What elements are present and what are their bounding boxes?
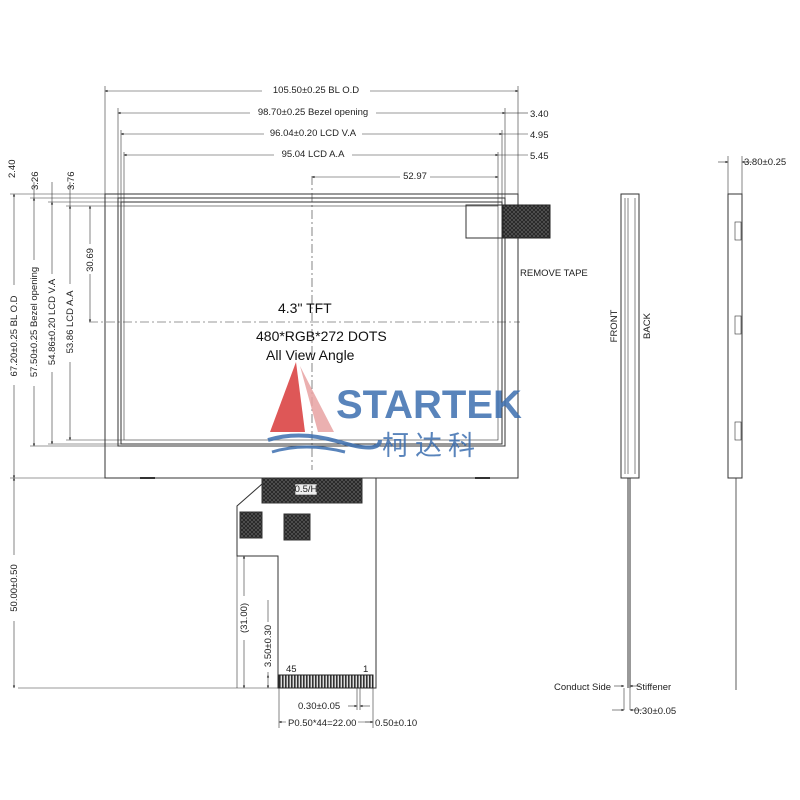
dim-center-y: 30.69 <box>85 248 96 272</box>
side-label-back: BACK <box>642 312 653 339</box>
lcd-active-area-outline <box>123 205 499 441</box>
dim-stiffener-length: 3.50±0.30 <box>263 625 274 667</box>
dim-bezel-width: 98.70±0.25 Bezel opening <box>258 107 368 118</box>
dim-lcd-va-height: 54.86±0.20 LCD V.A <box>47 278 58 365</box>
dim-lcd-aa-width: 95.04 LCD A.A <box>282 149 346 160</box>
panel-view-angle: All View Angle <box>266 347 355 363</box>
dim-offset-va: 4.95 <box>530 130 549 141</box>
fpc-component-left <box>239 511 263 539</box>
dim-bezel-height: 57.50±0.25 Bezel opening <box>29 267 40 377</box>
logo-wave-icon <box>267 433 382 450</box>
dim-edge-gap: 0.50±0.10 <box>375 718 417 729</box>
side-label-thickness: 3.80±0.25 <box>744 157 786 168</box>
dim-lcd-va-width: 96.04±0.20 LCD V.A <box>270 128 357 139</box>
fpc-chip-label: 0.5/H <box>295 484 318 495</box>
dim-offset-c: 3.76 <box>66 172 77 191</box>
dim-offset-a: 2.40 <box>7 160 18 179</box>
fpc-gold-fingers <box>278 674 374 689</box>
side-label-front: FRONT <box>609 309 620 342</box>
lcd-view-area-outline <box>120 201 503 445</box>
remove-tape <box>502 204 551 239</box>
side-label-fpc-thickness: 0.30±0.05 <box>634 706 676 717</box>
fpc-component-right <box>283 513 311 541</box>
dim-bl-od-width: 105.50±0.25 BL O.D <box>273 85 359 96</box>
side-body-outline <box>620 193 640 479</box>
top-dimension-lines <box>104 86 528 206</box>
logo-sail-red-icon <box>270 362 305 432</box>
fpc-outline <box>236 478 377 689</box>
dim-fpc-length: (31.00) <box>239 603 250 633</box>
side-view-left <box>612 193 642 712</box>
side-label-stiffener: Stiffener <box>636 682 671 693</box>
logo-sail-light-icon <box>300 366 334 432</box>
startek-watermark: STARTEK 柯达科 <box>267 362 522 462</box>
left-dimension-texts: 2.40 3.26 3.76 67.20±0.25 BL O.D 57.50±0… <box>7 160 417 730</box>
panel-resolution: 480*RGB*272 DOTS <box>256 328 387 344</box>
side-view-right <box>718 156 752 690</box>
dim-offset-bl: 3.40 <box>530 109 549 120</box>
dim-total-height: 50.00±0.50 <box>9 564 20 611</box>
dim-offset-aa: 5.45 <box>530 151 549 162</box>
fpc-chip-label-box <box>294 483 318 496</box>
fpc-pin-first: 45 <box>286 664 297 675</box>
top-dimension-texts: 105.50±0.25 BL O.D 98.70±0.25 Bezel open… <box>250 84 549 182</box>
remove-tape-label: REMOVE TAPE <box>520 268 588 279</box>
fpc-cable <box>236 477 377 689</box>
tape-outline <box>465 204 503 239</box>
logo-brand: STARTEK <box>336 383 522 427</box>
left-dimension-lines <box>10 182 374 728</box>
side-profile-outline <box>727 193 743 479</box>
dim-pitch: P0.50*44=22.00 <box>288 718 356 729</box>
dim-offset-b: 3.26 <box>30 172 41 191</box>
dim-center-x: 52.97 <box>403 171 427 182</box>
fpc-pin-last: 1 <box>363 664 368 675</box>
dim-bl-od-height: 67.20±0.25 BL O.D <box>9 295 20 376</box>
dim-lcd-aa-height: 53.86 LCD A.A <box>65 290 76 354</box>
panel-size-label: 4.3" TFT <box>278 300 332 316</box>
dim-finger-width: 0.30±0.05 <box>298 701 340 712</box>
side-label-conduct: Conduct Side <box>554 682 611 693</box>
logo-brand-cn: 柯达科 <box>382 431 481 462</box>
